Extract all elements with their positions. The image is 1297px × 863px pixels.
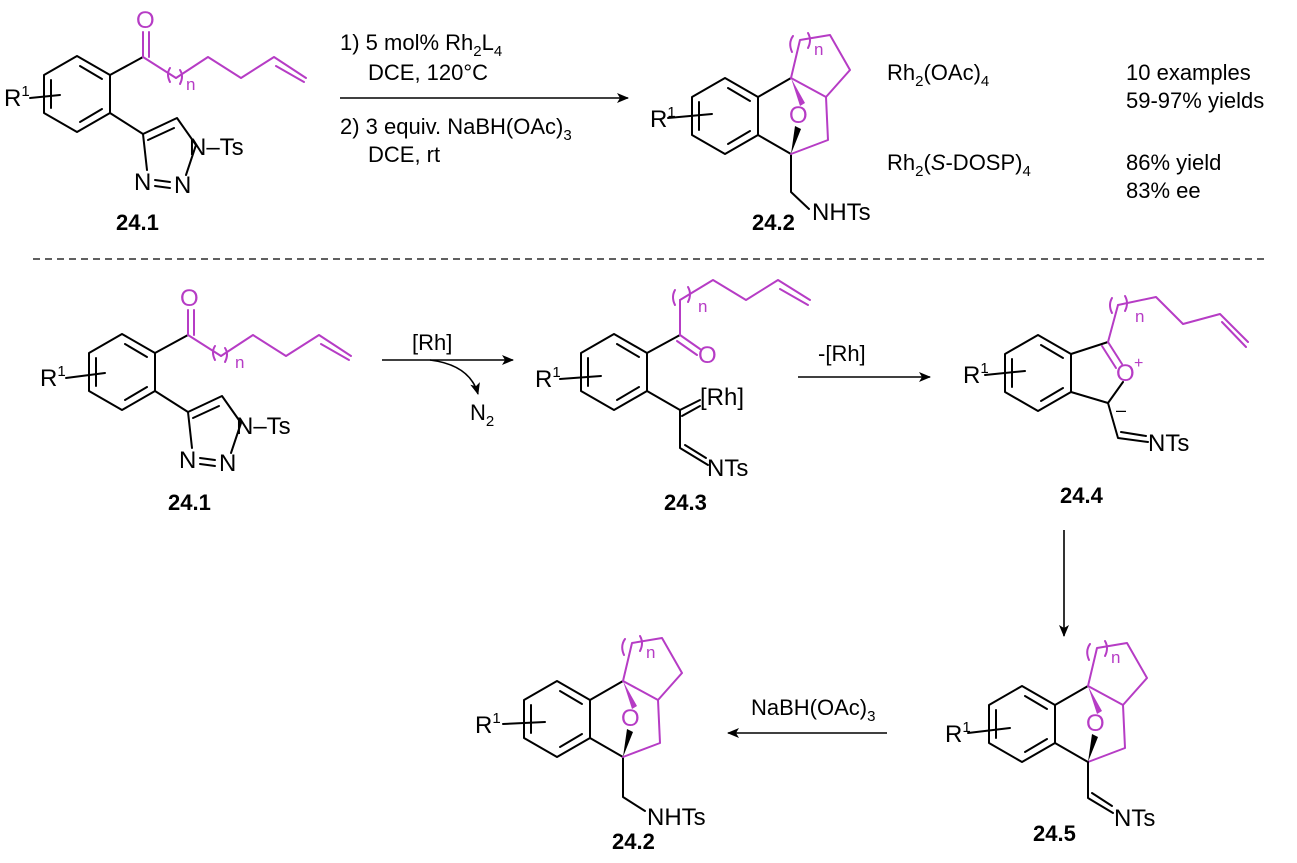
svg-text:R1: R1: [945, 719, 971, 748]
svg-text:59-97% yields: 59-97% yields: [1126, 88, 1264, 113]
carbonyl-oxygen: O: [136, 7, 155, 34]
svg-text:O: O: [1086, 710, 1105, 737]
svg-text:86% yield: 86% yield: [1126, 150, 1221, 175]
svg-text:n: n: [698, 297, 707, 316]
compound-24-2-top: R1 O n NHTs 24.2: [650, 32, 871, 235]
arrow-reduction: NaBH(OAc)3: [727, 695, 887, 738]
compound-label: 24.1: [116, 210, 159, 235]
svg-text:O: O: [1116, 360, 1135, 387]
arrow-rh: [Rh] N2: [382, 330, 514, 430]
svg-text:1) 5 mol% Rh2L4: 1) 5 mol% Rh2L4: [340, 30, 502, 60]
svg-text:24.2: 24.2: [612, 829, 655, 854]
svg-text:NTs: NTs: [707, 455, 748, 482]
catalyst-1: Rh2(OAc)4: [887, 60, 989, 90]
svg-text:R1: R1: [40, 363, 66, 392]
results-table: Rh2(OAc)4 10 examples 59-97% yields Rh2(…: [887, 60, 1264, 203]
svg-text:NHTs: NHTs: [647, 804, 706, 831]
svg-text:DCE, 120°C: DCE, 120°C: [368, 60, 488, 85]
svg-text:83% ee: 83% ee: [1126, 178, 1201, 203]
svg-text:R1: R1: [475, 710, 501, 739]
svg-text:O: O: [789, 102, 808, 129]
svg-text:R1: R1: [650, 104, 676, 133]
svg-text:24.1: 24.1: [168, 490, 211, 515]
catalyst-2: Rh2(S-DOSP)4: [887, 150, 1031, 180]
triazole-n1: N–Ts: [189, 134, 244, 161]
svg-text:n: n: [1135, 307, 1144, 326]
svg-text:2) 3 equiv. NaBH(OAc)3: 2) 3 equiv. NaBH(OAc)3: [340, 114, 572, 144]
arrow-minus-rh: -[Rh]: [798, 341, 931, 382]
svg-text:N: N: [219, 450, 236, 477]
svg-text:–: –: [1116, 400, 1126, 420]
repeat-n: n: [186, 75, 195, 94]
svg-text:+: +: [1134, 355, 1143, 372]
svg-text:[Rh]: [Rh]: [412, 330, 452, 355]
svg-text:R1: R1: [963, 360, 989, 389]
svg-text:O: O: [180, 285, 199, 312]
svg-text:NTs: NTs: [1114, 805, 1155, 832]
triazole-n2: N: [174, 172, 191, 199]
compound-24-3: R1 O n [Rh] NTs 24.3: [535, 279, 811, 515]
svg-text:10 examples: 10 examples: [1126, 60, 1251, 85]
svg-text:NHTs: NHTs: [812, 199, 871, 226]
compound-24-2-mechanism: R1 O n NHTs 24.2: [475, 635, 706, 854]
substituent-r1: R1: [4, 83, 30, 112]
svg-text:n: n: [1111, 648, 1120, 667]
svg-text:24.3: 24.3: [664, 490, 707, 515]
svg-text:[Rh]: [Rh]: [700, 384, 744, 411]
svg-text:DCE, rt: DCE, rt: [368, 142, 440, 167]
svg-text:n: n: [646, 643, 655, 662]
svg-text:24.5: 24.5: [1033, 821, 1076, 846]
svg-text:-[Rh]: -[Rh]: [818, 341, 866, 366]
svg-text:N: N: [179, 447, 196, 474]
svg-text:N–Ts: N–Ts: [236, 413, 291, 440]
svg-text:R1: R1: [535, 364, 561, 393]
svg-text:n: n: [814, 40, 823, 59]
svg-text:24.2: 24.2: [752, 210, 795, 235]
compound-24-1-top: R1 O n N–Ts N N 24.1: [4, 7, 307, 235]
svg-text:N2: N2: [470, 400, 494, 430]
svg-text:O: O: [698, 342, 717, 369]
svg-text:NTs: NTs: [1148, 430, 1189, 457]
triazole-n3: N: [134, 169, 151, 196]
svg-text:n: n: [235, 353, 244, 372]
compound-24-4: R1 O + – n NTs 24.4: [963, 295, 1249, 508]
svg-text:NaBH(OAc)3: NaBH(OAc)3: [751, 695, 875, 725]
svg-text:24.4: 24.4: [1060, 483, 1104, 508]
reaction-conditions: 1) 5 mol% Rh2L4 DCE, 120°C 2) 3 equiv. N…: [340, 30, 629, 167]
compound-24-5: R1 O n NTs 24.5: [945, 640, 1155, 846]
compound-24-1-mechanism: R1 O n N–Ts N N 24.1: [40, 285, 352, 515]
svg-text:O: O: [621, 705, 640, 732]
